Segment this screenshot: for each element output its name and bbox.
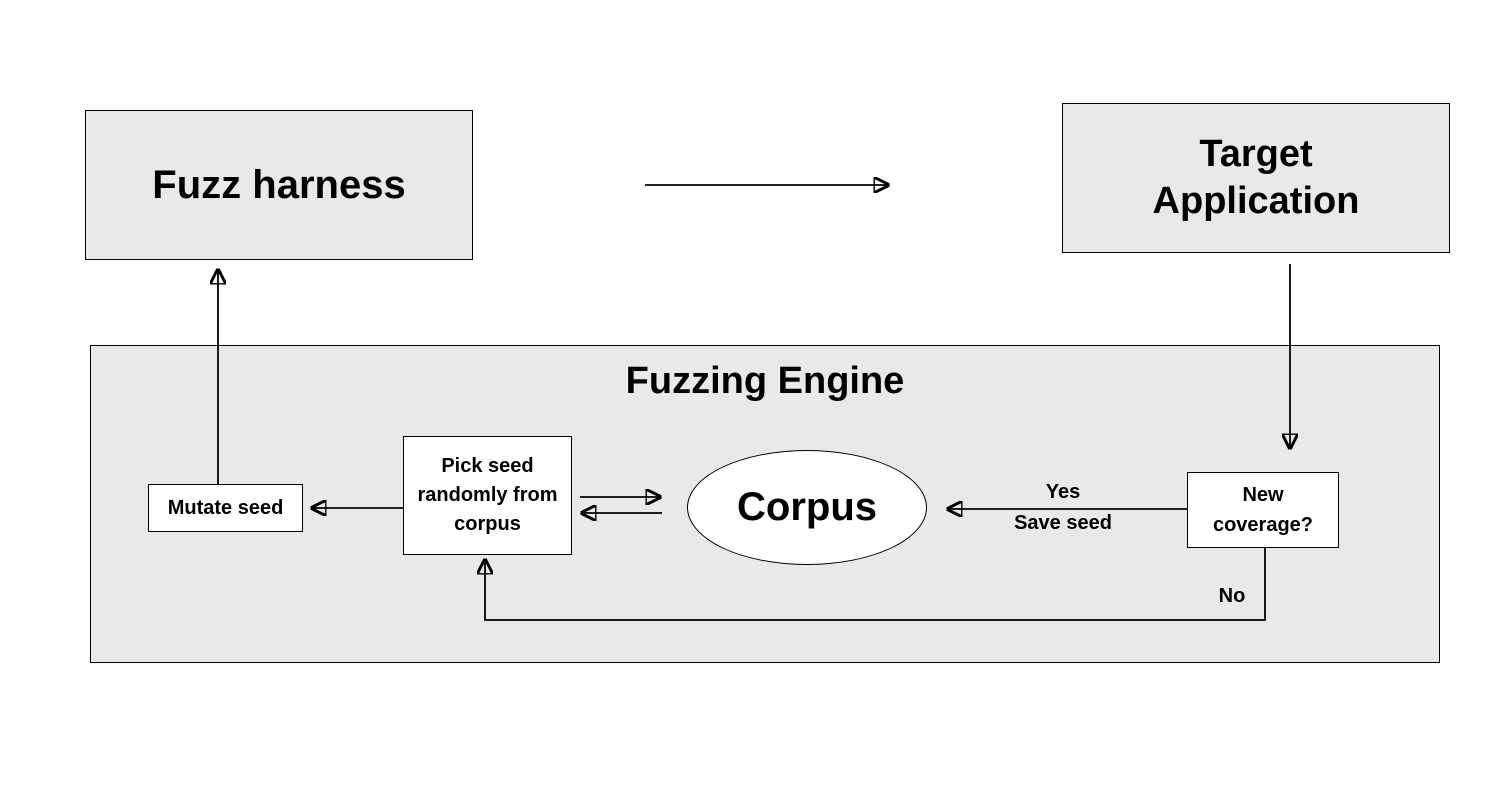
fuzz-harness-node: Fuzz harness xyxy=(85,110,473,260)
edge-label-save-seed: Save seed xyxy=(1014,512,1112,534)
corpus-node: Corpus xyxy=(687,450,927,565)
target-application-label: Target Application xyxy=(1152,132,1360,223)
fuzz-harness-label: Fuzz harness xyxy=(152,162,406,207)
edge-label-no: No xyxy=(1218,585,1246,607)
new-coverage-node: New coverage? xyxy=(1187,472,1339,548)
corpus-label: Corpus xyxy=(737,485,877,529)
fuzzing-engine-title: Fuzzing Engine xyxy=(625,360,905,402)
target-application-node: Target Application xyxy=(1062,103,1450,253)
new-coverage-label: New coverage? xyxy=(1212,484,1314,536)
edge-label-yes: Yes xyxy=(1045,481,1081,503)
mutate-seed-label: Mutate seed xyxy=(167,496,284,519)
pick-seed-node: Pick seed randomly from corpus xyxy=(403,436,572,555)
pick-seed-label: Pick seed randomly from corpus xyxy=(417,455,558,535)
mutate-seed-node: Mutate seed xyxy=(148,484,303,532)
